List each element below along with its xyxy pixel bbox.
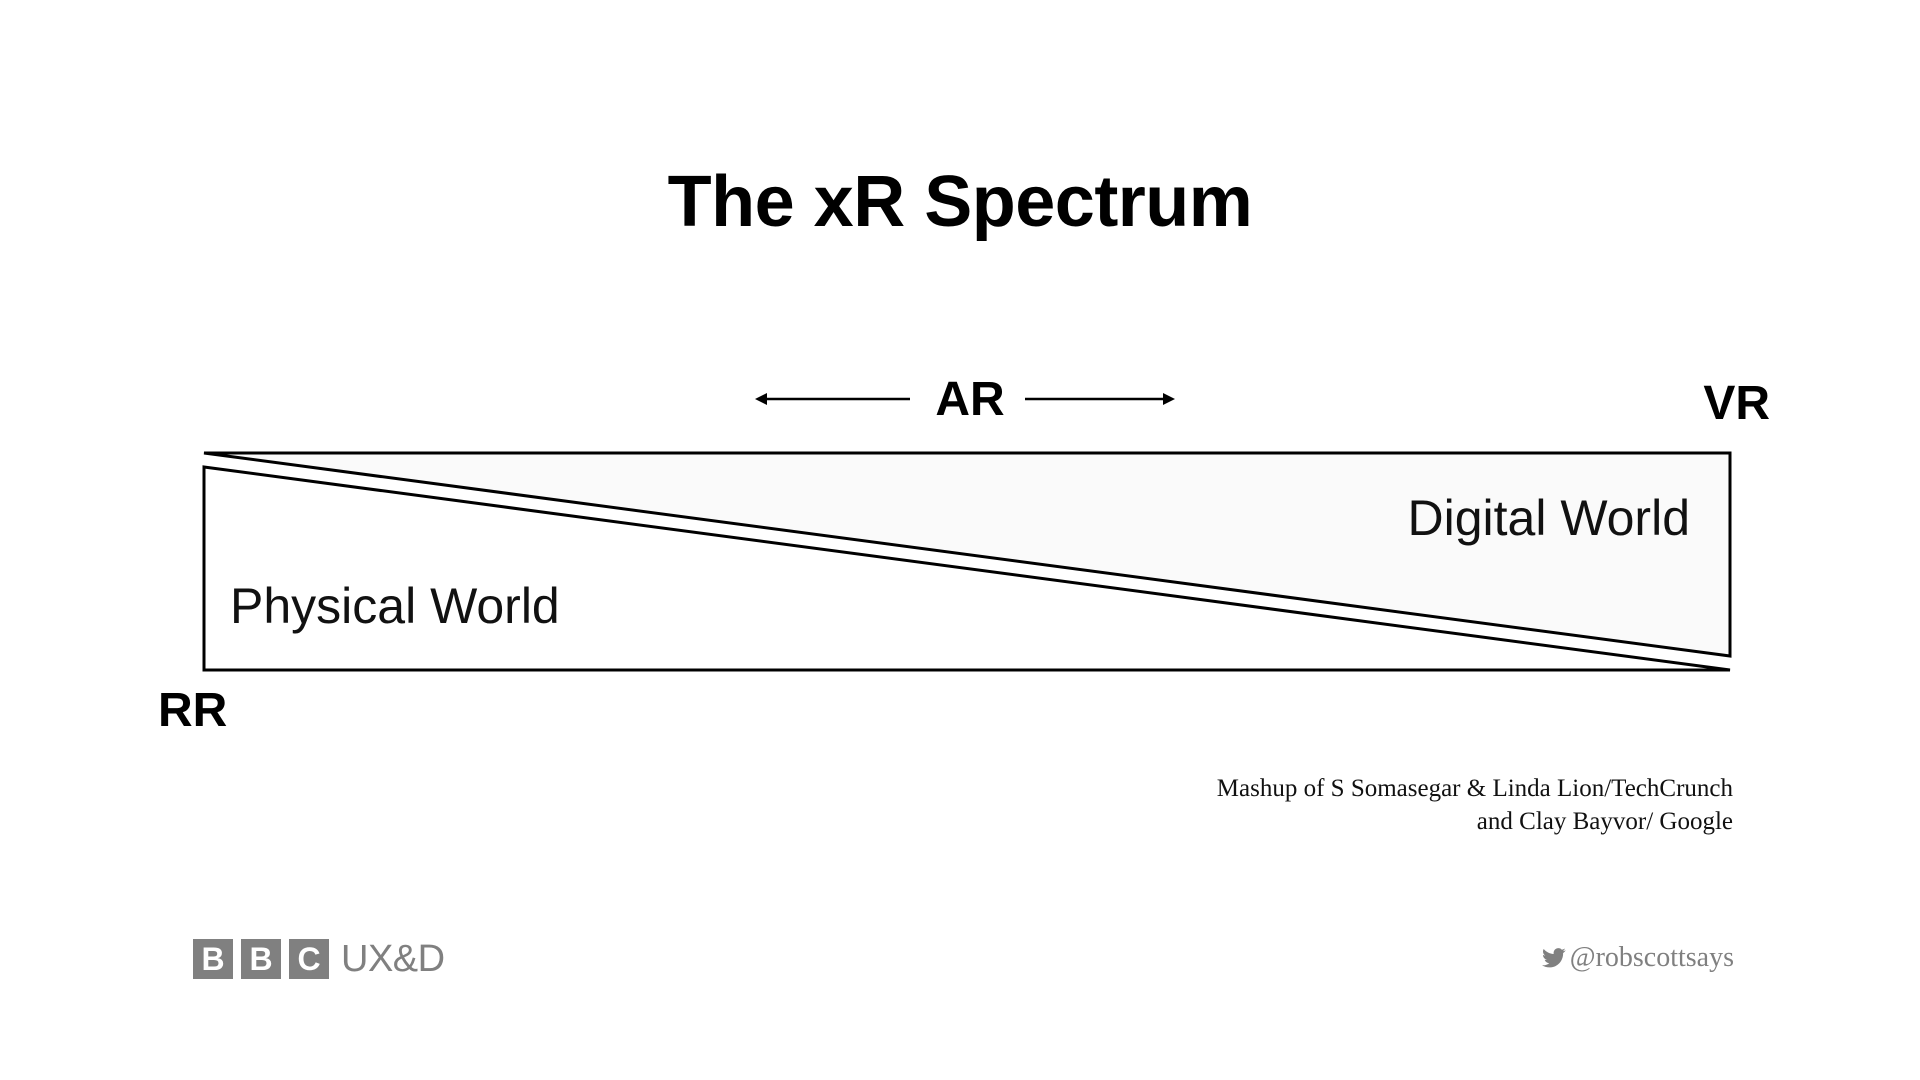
physical-world-label: Physical World: [230, 578, 560, 634]
twitter-handle: @robscottsays: [1500, 940, 1734, 976]
digital-world-region: [203, 451, 1732, 658]
rr-label: RR: [158, 684, 228, 737]
physical-world-region: [202, 465, 1731, 672]
credit-line-2: and Clay Bayvor/ Google: [1476, 808, 1733, 835]
twitter-bird-icon: [1541, 948, 1566, 968]
logo-block-c: C: [289, 939, 329, 979]
logo-block-b1: B: [193, 939, 233, 979]
handle-text[interactable]: @robscottsays: [1569, 942, 1734, 973]
source-credit: Mashup of S Somasegar & Linda Lion/TechC…: [1000, 772, 1733, 838]
logo-text: UX&D: [341, 938, 445, 980]
arrow-right-icon: [1025, 393, 1175, 405]
vr-label: VR: [1703, 377, 1770, 430]
logo-block-b2: B: [241, 939, 281, 979]
credit-line-1: Mashup of S Somasegar & Linda Lion/TechC…: [1216, 775, 1733, 802]
ar-arrows: [755, 393, 1175, 405]
bbc-uxd-logo: B B C UX&D: [193, 939, 445, 979]
spectrum-diagram: [202, 451, 1732, 672]
ar-label: AR: [935, 373, 1005, 426]
slide-title: The xR Spectrum: [667, 162, 1253, 242]
digital-world-label: Digital World: [1407, 490, 1691, 546]
arrow-left-icon: [755, 393, 910, 405]
